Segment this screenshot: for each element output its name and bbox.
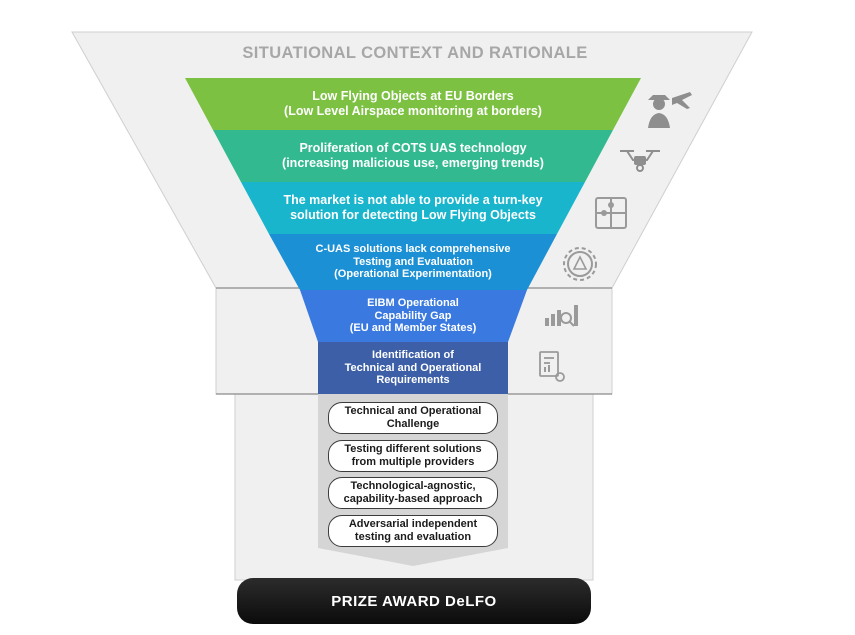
pill-2-line1: Testing different solutions	[344, 442, 482, 455]
band-3-line2: solution for detecting Low Flying Object…	[290, 208, 536, 222]
band-4-line2: Testing and Evaluation	[353, 255, 473, 268]
header-title: SITUATIONAL CONTEXT AND RATIONALE	[242, 44, 588, 63]
band-4-line1: C-UAS solutions lack comprehensive	[315, 242, 511, 255]
band-5-line3: (EU and Member States)	[349, 322, 477, 335]
band-3-shape	[241, 182, 585, 234]
band-5-shape	[300, 290, 527, 342]
band-2-line1: Proliferation of COTS UAS technology	[299, 141, 527, 156]
pill-4-line1: Adversarial independent	[348, 517, 478, 530]
prize-award-banner: PRIZE AWARD DeLFO	[237, 578, 591, 624]
gear-warning-icon	[563, 247, 597, 281]
band-1-line1: Low Flying Objects at EU Borders	[312, 89, 514, 104]
pill-3-line1: Technological-agnostic,	[350, 479, 476, 492]
band-1-text: Low Flying Objects at EU Borders (Low Le…	[190, 80, 636, 128]
band-3-text: The market is not able to provide a turn…	[246, 184, 580, 232]
pill-3: Technological-agnostic, capability-based…	[328, 477, 498, 509]
puzzle-icon	[595, 197, 627, 229]
band-6-line1: Identification of	[372, 348, 454, 361]
band-1-shape	[185, 78, 641, 130]
drone-icon	[620, 150, 660, 172]
pill-1-line1: Technical and Operational	[344, 404, 482, 417]
band-6-line3: Requirements	[376, 374, 450, 387]
spy-airplane-icon	[648, 92, 692, 128]
band-6-shape	[318, 342, 508, 394]
band-2-shape	[213, 130, 613, 182]
analytics-chart-icon	[545, 305, 578, 327]
band-5-line2: Capability Gap	[374, 309, 452, 322]
band-6-line2: Technical and Operational	[344, 361, 482, 374]
band-5-line1: EIBM Operational	[367, 296, 459, 309]
pill-1: Technical and Operational Challenge	[328, 402, 498, 434]
report-settings-icon	[539, 351, 565, 382]
band-3-line1: The market is not able to provide a turn…	[283, 193, 543, 208]
band-4-text: C-UAS solutions lack comprehensive Testi…	[274, 236, 552, 288]
pill-4: Adversarial independent testing and eval…	[328, 515, 498, 547]
band-1-line2: (Low Level Airspace monitoring at border…	[284, 104, 542, 118]
pill-2: Testing different solutions from multipl…	[328, 440, 498, 472]
pill-3-line2: capability-based approach	[343, 493, 483, 505]
pill-2-line2: from multiple providers	[351, 456, 475, 468]
band-2-text: Proliferation of COTS UAS technology (in…	[218, 132, 608, 180]
pill-4-line2: testing and evaluation	[354, 531, 472, 543]
band-5-text: EIBM Operational Capability Gap (EU and …	[304, 292, 522, 340]
band-2-line2: (increasing malicious use, emerging tren…	[282, 156, 544, 170]
pill-1-line2: Challenge	[386, 418, 440, 430]
band-6-text: Identification of Technical and Operatio…	[318, 344, 508, 392]
band-4-line3: (Operational Experimentation)	[334, 268, 492, 281]
band-4-shape	[269, 234, 557, 290]
